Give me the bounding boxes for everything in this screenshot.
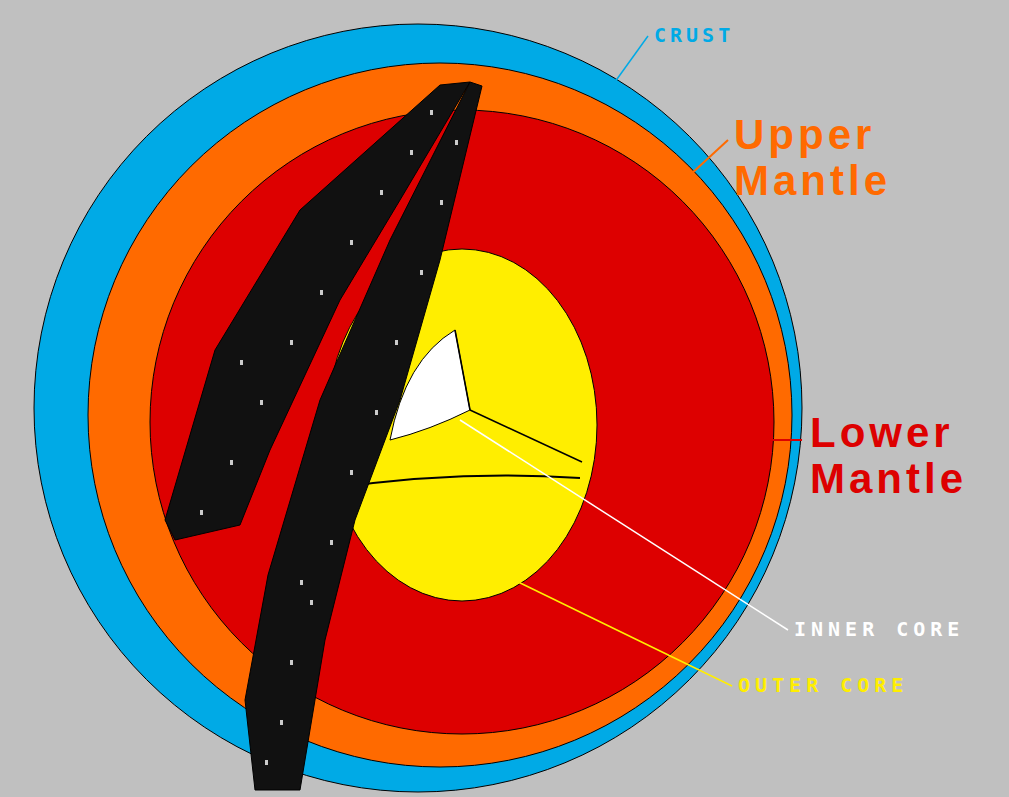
- crust-layer: [34, 24, 802, 792]
- leader-line: [460, 420, 788, 630]
- layer-label: Upper Mantle: [734, 112, 891, 204]
- layer-label: Lower Mantle: [810, 410, 967, 502]
- label-anchor: INNER CORE: [794, 618, 964, 640]
- cutaway-slab: [245, 82, 482, 790]
- leader-line: [612, 36, 648, 86]
- label-anchor: CRUST: [654, 24, 734, 46]
- leader-line: [690, 140, 728, 175]
- layer-label: INNER CORE: [794, 618, 964, 640]
- label-anchor: Upper Mantle: [734, 112, 891, 204]
- slab-texture: [200, 110, 458, 765]
- core-contour: [335, 476, 580, 488]
- label-anchor: OUTER CORE: [738, 674, 908, 696]
- leader-line: [745, 439, 802, 441]
- layer-label: OUTER CORE: [738, 674, 908, 696]
- core-contour: [455, 330, 470, 410]
- layer-label: CRUST: [654, 24, 734, 46]
- leader-line: [510, 578, 732, 686]
- core-contour: [470, 410, 582, 462]
- label-anchor: Lower Mantle: [810, 410, 967, 502]
